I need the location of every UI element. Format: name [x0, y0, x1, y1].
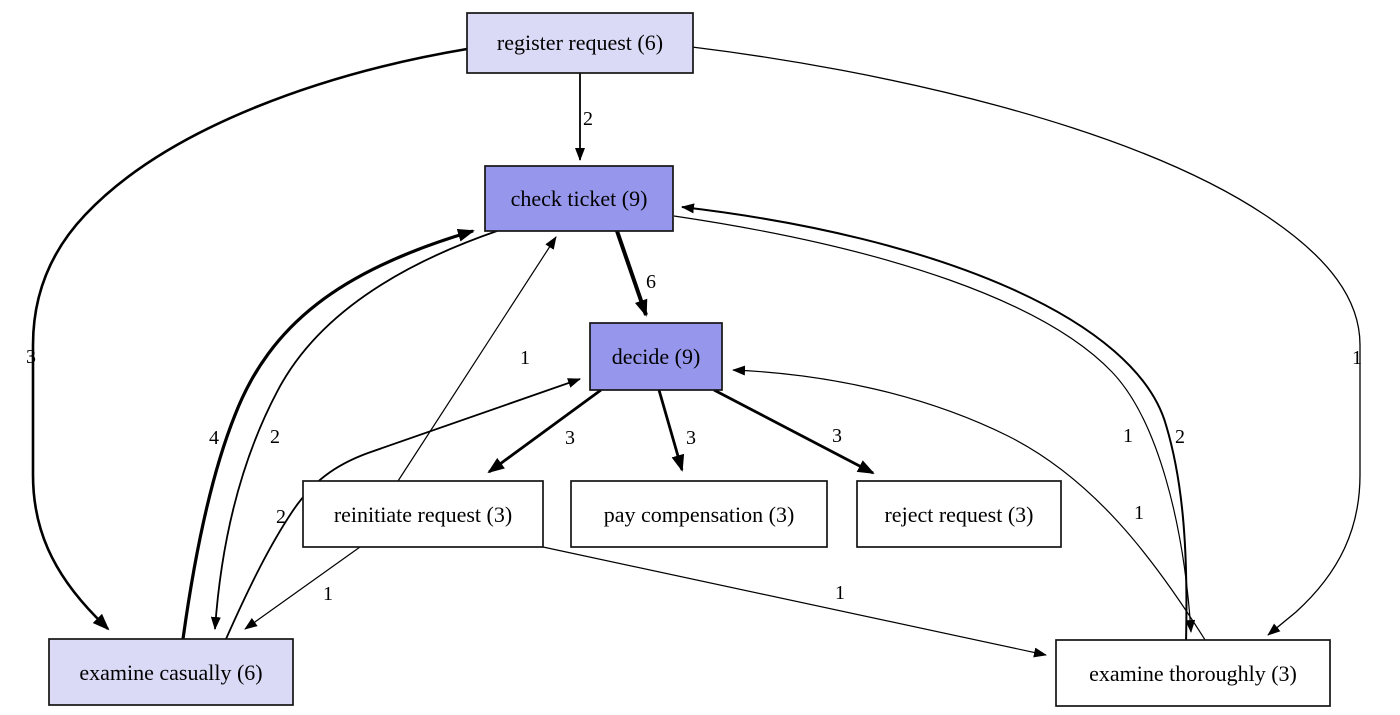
node-examine-casually-box	[48, 638, 294, 706]
node-reinitiate-request-label: reinitiate request (3)	[334, 502, 512, 527]
node-register-request-label: register request (6)	[497, 30, 663, 55]
node-check-ticket: check ticket (9)	[484, 165, 674, 232]
node-layer: register request (6) check ticket (9) de…	[48, 12, 1331, 707]
edge-label-examine-casually-to-decide: 2	[276, 506, 286, 528]
edge-label-register-request-to-check-ticket: 2	[583, 108, 593, 130]
edge-label-decide-to-reinitiate-request: 3	[565, 427, 575, 449]
node-pay-compensation-box	[570, 480, 828, 548]
edge-reinitiate-request-to-check-ticket	[397, 236, 557, 482]
edge-register-request-to-examine-casually	[31, 47, 468, 631]
edge-label-examine-thoroughly-to-check-ticket: 2	[1175, 426, 1185, 448]
node-decide-label: decide (9)	[612, 344, 701, 369]
node-examine-casually-label: examine casually (6)	[79, 660, 262, 685]
edge-label-reinitiate-request-to-examine-thoroughly: 1	[835, 582, 845, 604]
edge-label-decide-to-reject-request: 3	[832, 425, 842, 447]
node-check-ticket-box	[484, 165, 674, 232]
edge-check-ticket-to-decide	[615, 230, 648, 317]
edge-layer	[31, 46, 1361, 658]
node-reinitiate-request: reinitiate request (3)	[302, 480, 544, 548]
edge-decide-to-reject-request	[713, 388, 875, 475]
edge-check-ticket-to-examine-casually	[210, 230, 498, 630]
node-examine-casually: examine casually (6)	[48, 638, 294, 706]
edge-label-reinitiate-request-to-examine-casually: 1	[323, 583, 333, 605]
edge-label-reinitiate-request-to-check-ticket: 1	[520, 347, 530, 369]
edge-register-request-to-examine-thoroughly	[691, 46, 1361, 636]
node-reject-request: reject request (3)	[856, 480, 1062, 548]
edge-decide-to-pay-compensation	[657, 389, 685, 472]
edge-reinitiate-request-to-examine-thoroughly	[542, 546, 1047, 658]
edge-examine-thoroughly-to-decide	[732, 365, 1208, 644]
edge-examine-casually-to-check-ticket	[181, 228, 475, 640]
edge-reinitiate-request-to-examine-casually	[244, 546, 361, 630]
node-register-request-box	[466, 12, 694, 74]
node-decide-box	[589, 322, 723, 391]
edge-examine-casually-to-decide	[225, 378, 581, 640]
node-decide: decide (9)	[589, 322, 723, 391]
edge-label-check-ticket-to-decide: 6	[646, 271, 656, 293]
node-check-ticket-label: check ticket (9)	[511, 186, 648, 211]
edge-label-register-request-to-examine-casually: 3	[26, 346, 36, 368]
node-register-request: register request (6)	[466, 12, 694, 74]
edge-examine-thoroughly-to-check-ticket	[681, 203, 1188, 644]
node-reject-request-box	[856, 480, 1062, 548]
node-pay-compensation-label: pay compensation (3)	[604, 502, 795, 527]
node-examine-thoroughly: examine thoroughly (3)	[1055, 639, 1331, 707]
edge-label-check-ticket-to-examine-casually: 2	[270, 426, 280, 448]
edge-label-examine-thoroughly-to-decide: 1	[1134, 502, 1144, 524]
node-reinitiate-request-box	[302, 480, 544, 548]
edge-decide-to-reinitiate-request	[487, 388, 602, 474]
edge-check-ticket-to-examine-thoroughly	[673, 215, 1196, 633]
edge-label-check-ticket-to-examine-thoroughly: 1	[1123, 425, 1133, 447]
node-examine-thoroughly-label: examine thoroughly (3)	[1089, 661, 1297, 686]
edge-label-layer: 2 3 1 6 3 3 3 4 2 2 1 2 1 1 1 1	[26, 108, 1362, 605]
node-reject-request-label: reject request (3)	[884, 502, 1033, 527]
edge-label-register-request-to-examine-thoroughly: 1	[1352, 347, 1362, 369]
node-examine-thoroughly-box	[1055, 639, 1331, 707]
edge-label-examine-casually-to-check-ticket: 4	[209, 427, 219, 449]
edge-label-decide-to-pay-compensation: 3	[686, 427, 696, 449]
node-pay-compensation: pay compensation (3)	[570, 480, 828, 548]
